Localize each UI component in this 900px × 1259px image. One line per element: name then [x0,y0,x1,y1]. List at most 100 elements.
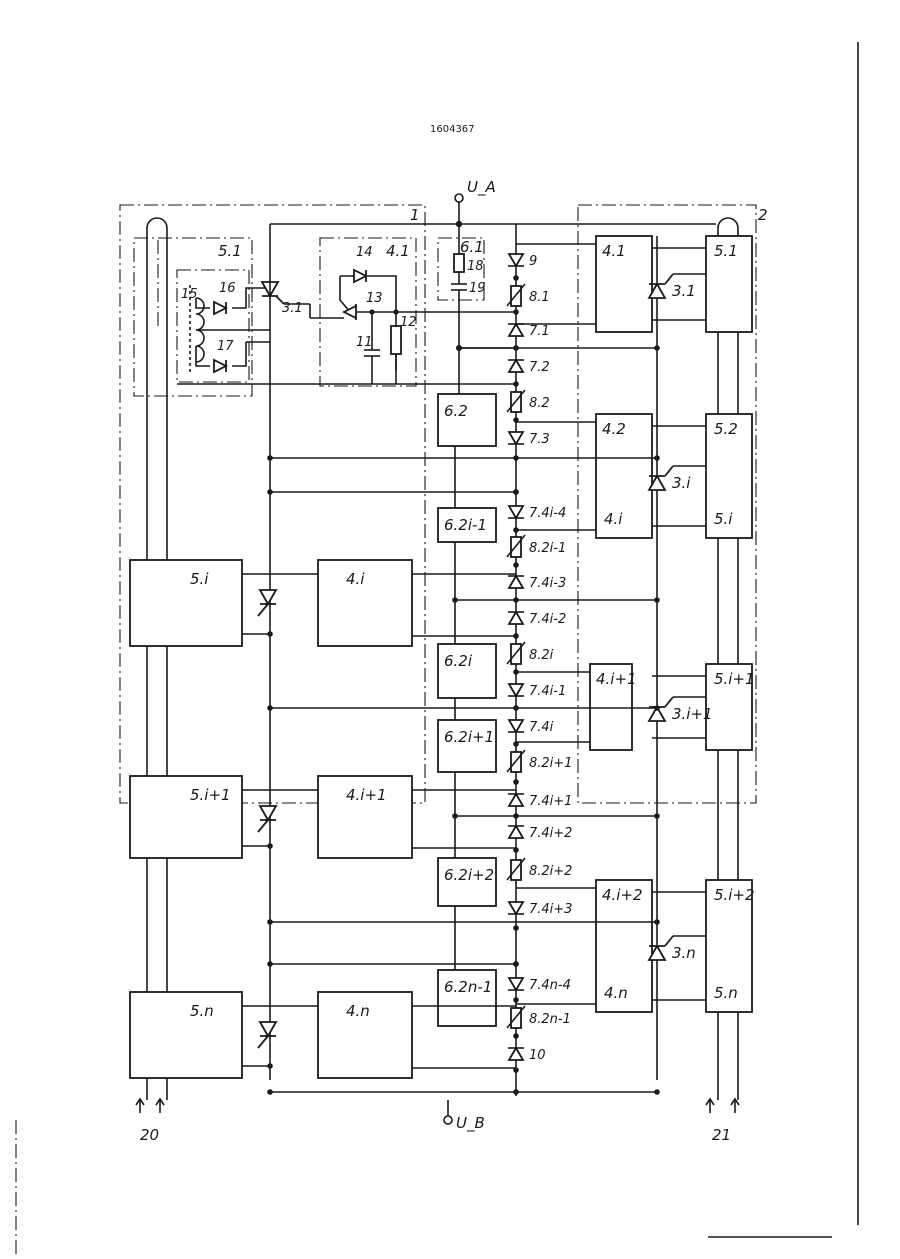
chain-label-8-2i-1: 8.2i-1 [529,541,566,556]
diode-7-4i-1: 7.4i+1 [508,794,572,809]
thyristor-3-i-1-label: 3.i+1 [672,705,713,723]
diode-10: 10 [508,1048,546,1063]
terminal-ua [455,194,463,202]
unit-4-i-1-label: 4.i+1 [346,786,387,804]
input-20-arrows [136,1099,164,1113]
varistor-8-2i-1: 8.2i-1 [507,535,566,557]
part-14-label: 14 [356,245,373,260]
unit-5-n-label: 5.n [190,1002,214,1020]
block-6-2n-1-label: 6.2n-1 [444,978,492,996]
right-block-4-i-label: 4.i [604,510,623,528]
thyristor-3-i-label: 3.i [672,474,691,492]
resistor-18-icon [454,254,464,272]
part-12-label: 12 [400,315,417,330]
unit-5-n [130,992,242,1078]
part-16-label: 16 [219,281,236,296]
right-unit-5-2-label: 5.2 [714,420,738,438]
center-blocks: 6.2 6.2i-1 6.2i 6.2i+1 6.2i+2 6.2n-1 [438,394,496,1026]
thyristor-left-3-icon [258,1022,276,1048]
unit-5-i [130,560,242,646]
diode-7-4i: 7.4i [508,720,554,735]
diode-7-3: 7.3 [508,432,550,447]
chain-label-7-4i-4: 7.4i-4 [529,506,566,521]
zone-5-1-outline [134,238,252,396]
diode-16-icon [214,302,226,314]
terminal-ub [444,1116,452,1124]
varistor-8-1: 8.1 [507,284,550,306]
chain-label-7-1: 7.1 [529,324,550,339]
block-6-2i-2-label: 6.2i+2 [444,866,494,884]
right-unit-5-n-label: 5.n [714,984,738,1002]
thyristor-left-2-icon [258,806,276,832]
terminal-ua-label: U_A [467,178,496,197]
chain-label-7-4i-3: 7.4i+3 [529,902,572,917]
chain-label-7-4i-2: 7.4i+2 [529,826,572,841]
document-number: 1604367 [430,124,475,135]
module-2-label: 2 [758,206,768,224]
block-6-2i-label: 6.2i [444,652,473,670]
diode-7-4n-4: 7.4n-4 [508,978,571,993]
chain-label-7-3: 7.3 [529,432,550,447]
module-1-label: 1 [410,206,420,224]
chain-label-7-2: 7.2 [529,360,550,375]
block-6-2i-1-label: 6.2i+1 [444,728,494,746]
diode-7-4i-3: 7.4i-3 [508,576,566,591]
input-20-label: 20 [140,1126,159,1144]
resistor-12-icon [391,326,401,354]
left-input-loop [147,218,167,1100]
diode-7-2: 7.2 [508,360,550,375]
unit-5-i-label: 5.i [190,570,209,588]
part-19-label: 19 [469,281,486,296]
thyristor-3-n-label: 3.n [672,944,696,962]
diode-7-4i-2: 7.4i-2 [508,612,566,627]
chain-label-8-1: 8.1 [529,290,550,305]
block-6-2i-1-label: 6.2i-1 [444,516,487,534]
part-11-label: 11 [356,335,373,350]
right-block-4-1-label: 4.1 [602,242,626,260]
unit-4-i [318,560,412,646]
unit-5-i-1-label: 5.i+1 [190,786,231,804]
part-13-label: 13 [366,291,383,306]
thyristor-3-1-icon [262,282,284,304]
varistor-8-2i-1: 8.2i+1 [507,750,572,772]
part-18-label: 18 [467,259,484,274]
varistor-8-2n-1: 8.2n-1 [507,1006,571,1028]
thyristor-left-1-icon [258,590,276,616]
chain-label-7-4i-2: 7.4i-2 [529,612,566,627]
chain-label-10: 10 [529,1048,546,1063]
varistor-8-2i-2: 8.2i+2 [507,858,572,880]
right-unit-5-i-label: 5.i [714,510,733,528]
diode-7-4i-3: 7.4i+3 [508,902,572,917]
chain-label-7-4i-1: 7.4i-1 [529,684,566,699]
right-block-4-i-1-label: 4.i+1 [596,670,637,688]
diode-7-4i-2: 7.4i+2 [508,826,572,841]
chain-label-8-2: 8.2 [529,396,550,411]
unit-4-i-label: 4.i [346,570,365,588]
diode-14-icon [354,270,366,282]
right-unit-5-i-1-label: 5.i+1 [714,670,755,688]
chain-label-8-2i-2: 8.2i+2 [529,864,572,879]
zone-4-1-label: 4.1 [386,242,410,260]
right-unit-5-1-label: 5.1 [714,242,738,260]
chain-label-8-2n-1: 8.2n-1 [529,1012,571,1027]
chain-label-7-4n-4: 7.4n-4 [529,978,571,993]
part-15-label: 15 [181,287,198,302]
chain-label-9: 9 [529,254,537,269]
thyristor-3-1-label: 3.1 [672,282,696,300]
chain-label-7-4i: 7.4i [529,720,554,735]
diode-7-4i-4: 7.4i-4 [508,506,566,521]
part-17-label: 17 [217,339,234,354]
varistor-8-2i: 8.2i [507,642,554,664]
block-6-2-label: 6.2 [444,402,468,420]
diode-7-4i-1: 7.4i-1 [508,684,566,699]
chain-label-7-4i-3: 7.4i-3 [529,576,566,591]
chain-label-8-2i-1: 8.2i+1 [529,756,572,771]
right-block-4-i-2-label: 4.i+2 [602,886,643,904]
right-block-4-2-label: 4.2 [602,420,626,438]
input-21-arrows [706,1099,739,1113]
varistor-8-2: 8.2 [507,390,550,412]
thyristor-3-i-1-icon [649,697,673,721]
unit-4-n-label: 4.n [346,1002,370,1020]
